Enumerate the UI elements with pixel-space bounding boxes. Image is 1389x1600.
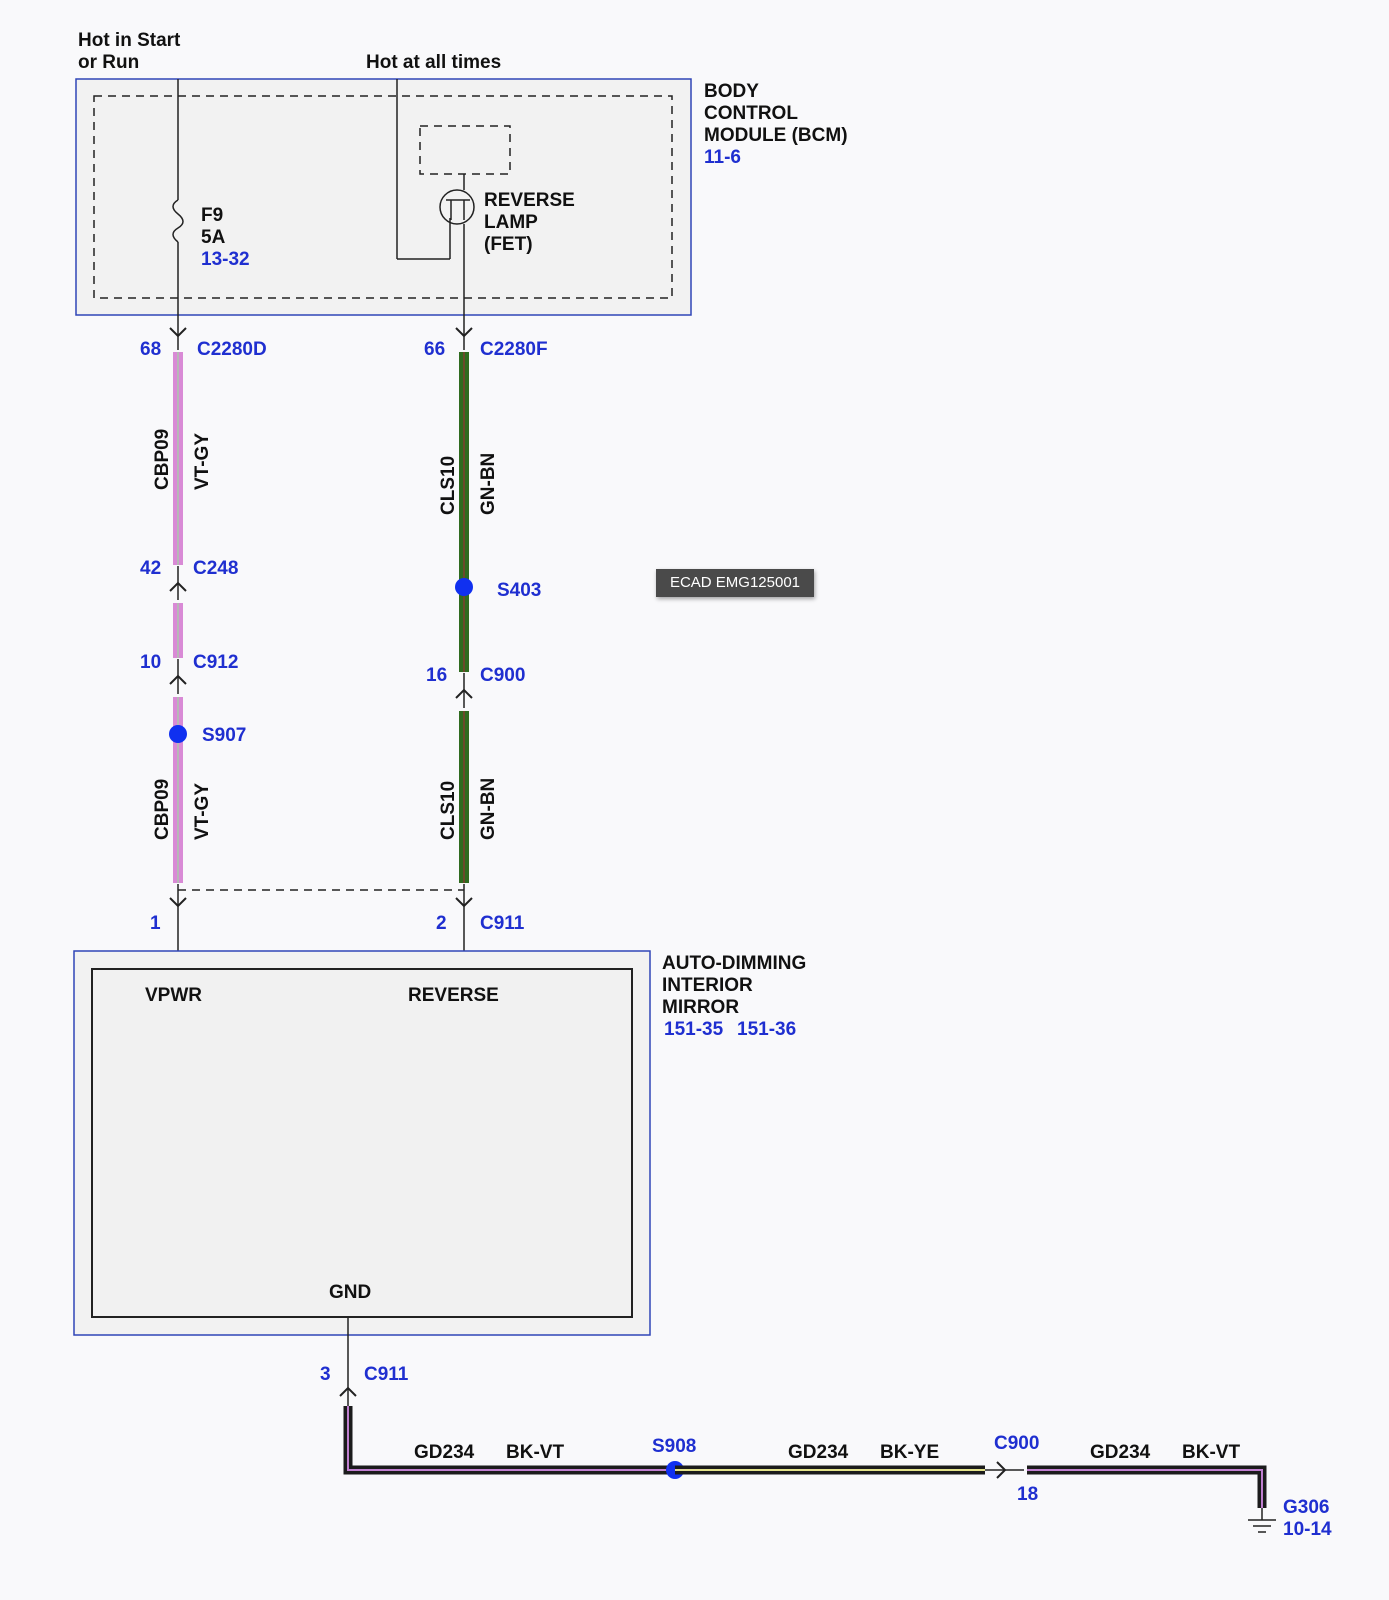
connector-c911-pin3-icon bbox=[339, 1386, 357, 1397]
color-gn-bn-lower: GN-BN bbox=[478, 778, 499, 840]
splice-s908-label: S908 bbox=[652, 1436, 696, 1457]
fet-icon bbox=[439, 189, 475, 225]
pin-42: 42 bbox=[140, 558, 161, 579]
mirror-name-line3: MIRROR bbox=[662, 997, 739, 1018]
seg1-circuit-label: GD234 bbox=[414, 1442, 475, 1463]
circuit-cbp09-lower: CBP09 bbox=[152, 779, 173, 840]
pin-vpwr-label: VPWR bbox=[145, 985, 202, 1006]
connector-c248-link[interactable]: C248 bbox=[193, 558, 238, 579]
wire-gd234-bk-vt-seg1-stripe bbox=[347, 1406, 675, 1471]
connector-c2280d-link[interactable]: C2280D bbox=[197, 339, 267, 360]
seg3-circuit-label: GD234 bbox=[1090, 1442, 1151, 1463]
bcm-outline bbox=[75, 78, 692, 316]
bcm-ref-link[interactable]: 11-6 bbox=[704, 147, 741, 168]
pin-68: 68 bbox=[140, 339, 161, 360]
ground-ref-link[interactable]: 10-14 bbox=[1283, 1519, 1332, 1540]
pin-16: 16 bbox=[426, 665, 447, 686]
fet-label-line2: LAMP bbox=[484, 212, 538, 233]
bcm-internal-dashed bbox=[93, 95, 673, 299]
connector-c900-link[interactable]: C900 bbox=[480, 665, 525, 686]
mirror-internal-box bbox=[91, 968, 633, 1318]
seg2-circuit-label: GD234 bbox=[788, 1442, 849, 1463]
fet-driver-dashed-box bbox=[419, 125, 511, 175]
wire-gd234-bk-vt-seg3 bbox=[1027, 1465, 1267, 1508]
connector-c912-link[interactable]: C912 bbox=[193, 652, 238, 673]
connector-c900-ground-link[interactable]: C900 bbox=[994, 1433, 1039, 1454]
hot-at-all-times-label: Hot at all times bbox=[366, 52, 501, 73]
bcm-name-line3: MODULE (BCM) bbox=[704, 125, 848, 146]
fuse-f9-symbol bbox=[172, 199, 184, 243]
pin-reverse-label: REVERSE bbox=[408, 985, 499, 1006]
connector-c911-link[interactable]: C911 bbox=[480, 913, 525, 934]
bcm-name-line2: CONTROL bbox=[704, 103, 798, 124]
mirror-ref2-link[interactable]: 151-36 bbox=[737, 1019, 796, 1040]
seg1-color-label: BK-VT bbox=[506, 1442, 564, 1463]
splice-s907-label: S907 bbox=[202, 725, 246, 746]
ground-g306-icon bbox=[1248, 1519, 1276, 1533]
splice-s403-label: S403 bbox=[497, 580, 541, 601]
fuse-ref-link[interactable]: 13-32 bbox=[201, 249, 250, 270]
seg3-color-label: BK-VT bbox=[1182, 1442, 1240, 1463]
pin-10: 10 bbox=[140, 652, 161, 673]
pin-18: 18 bbox=[1017, 1484, 1038, 1505]
hot-in-start-label: Hot in Start bbox=[78, 30, 181, 51]
color-vt-gy-upper: VT-GY bbox=[192, 433, 213, 490]
or-run-label: or Run bbox=[78, 52, 139, 73]
fuse-rating: 5A bbox=[201, 227, 226, 248]
fuse-name: F9 bbox=[201, 205, 223, 226]
circuit-cls10-lower: CLS10 bbox=[438, 781, 459, 840]
seg2-color-label: BK-YE bbox=[880, 1442, 939, 1463]
color-vt-gy-lower: VT-GY bbox=[192, 783, 213, 840]
circuit-cls10-upper: CLS10 bbox=[438, 456, 459, 515]
bcm-name-line1: BODY bbox=[704, 81, 759, 102]
color-gn-bn-upper: GN-BN bbox=[478, 453, 499, 515]
connector-c2280f-link[interactable]: C2280F bbox=[480, 339, 548, 360]
fet-label-line3: (FET) bbox=[484, 234, 533, 255]
mirror-ref1-link[interactable]: 151-35 bbox=[664, 1019, 724, 1040]
splice-s907-dot bbox=[169, 725, 187, 743]
mirror-name-line2: INTERIOR bbox=[662, 975, 753, 996]
circuit-cbp09-upper: CBP09 bbox=[152, 429, 173, 490]
mirror-name-line1: AUTO-DIMMING bbox=[662, 953, 806, 974]
ecad-tag-badge: ECAD EMG125001 bbox=[656, 569, 814, 597]
fet-label-line1: REVERSE bbox=[484, 190, 575, 211]
pin-66: 66 bbox=[424, 339, 445, 360]
connector-c911-ground-link[interactable]: C911 bbox=[364, 1364, 409, 1385]
wire-gd234-bk-vt-seg3-stripe bbox=[1027, 1469, 1263, 1508]
pin-2: 2 bbox=[436, 913, 447, 934]
splice-s403-dot bbox=[455, 578, 473, 596]
pin-3: 3 bbox=[320, 1364, 331, 1385]
pin-1: 1 bbox=[150, 913, 161, 934]
ground-g306-label: G306 bbox=[1283, 1497, 1329, 1518]
pin-gnd-label: GND bbox=[329, 1282, 371, 1303]
